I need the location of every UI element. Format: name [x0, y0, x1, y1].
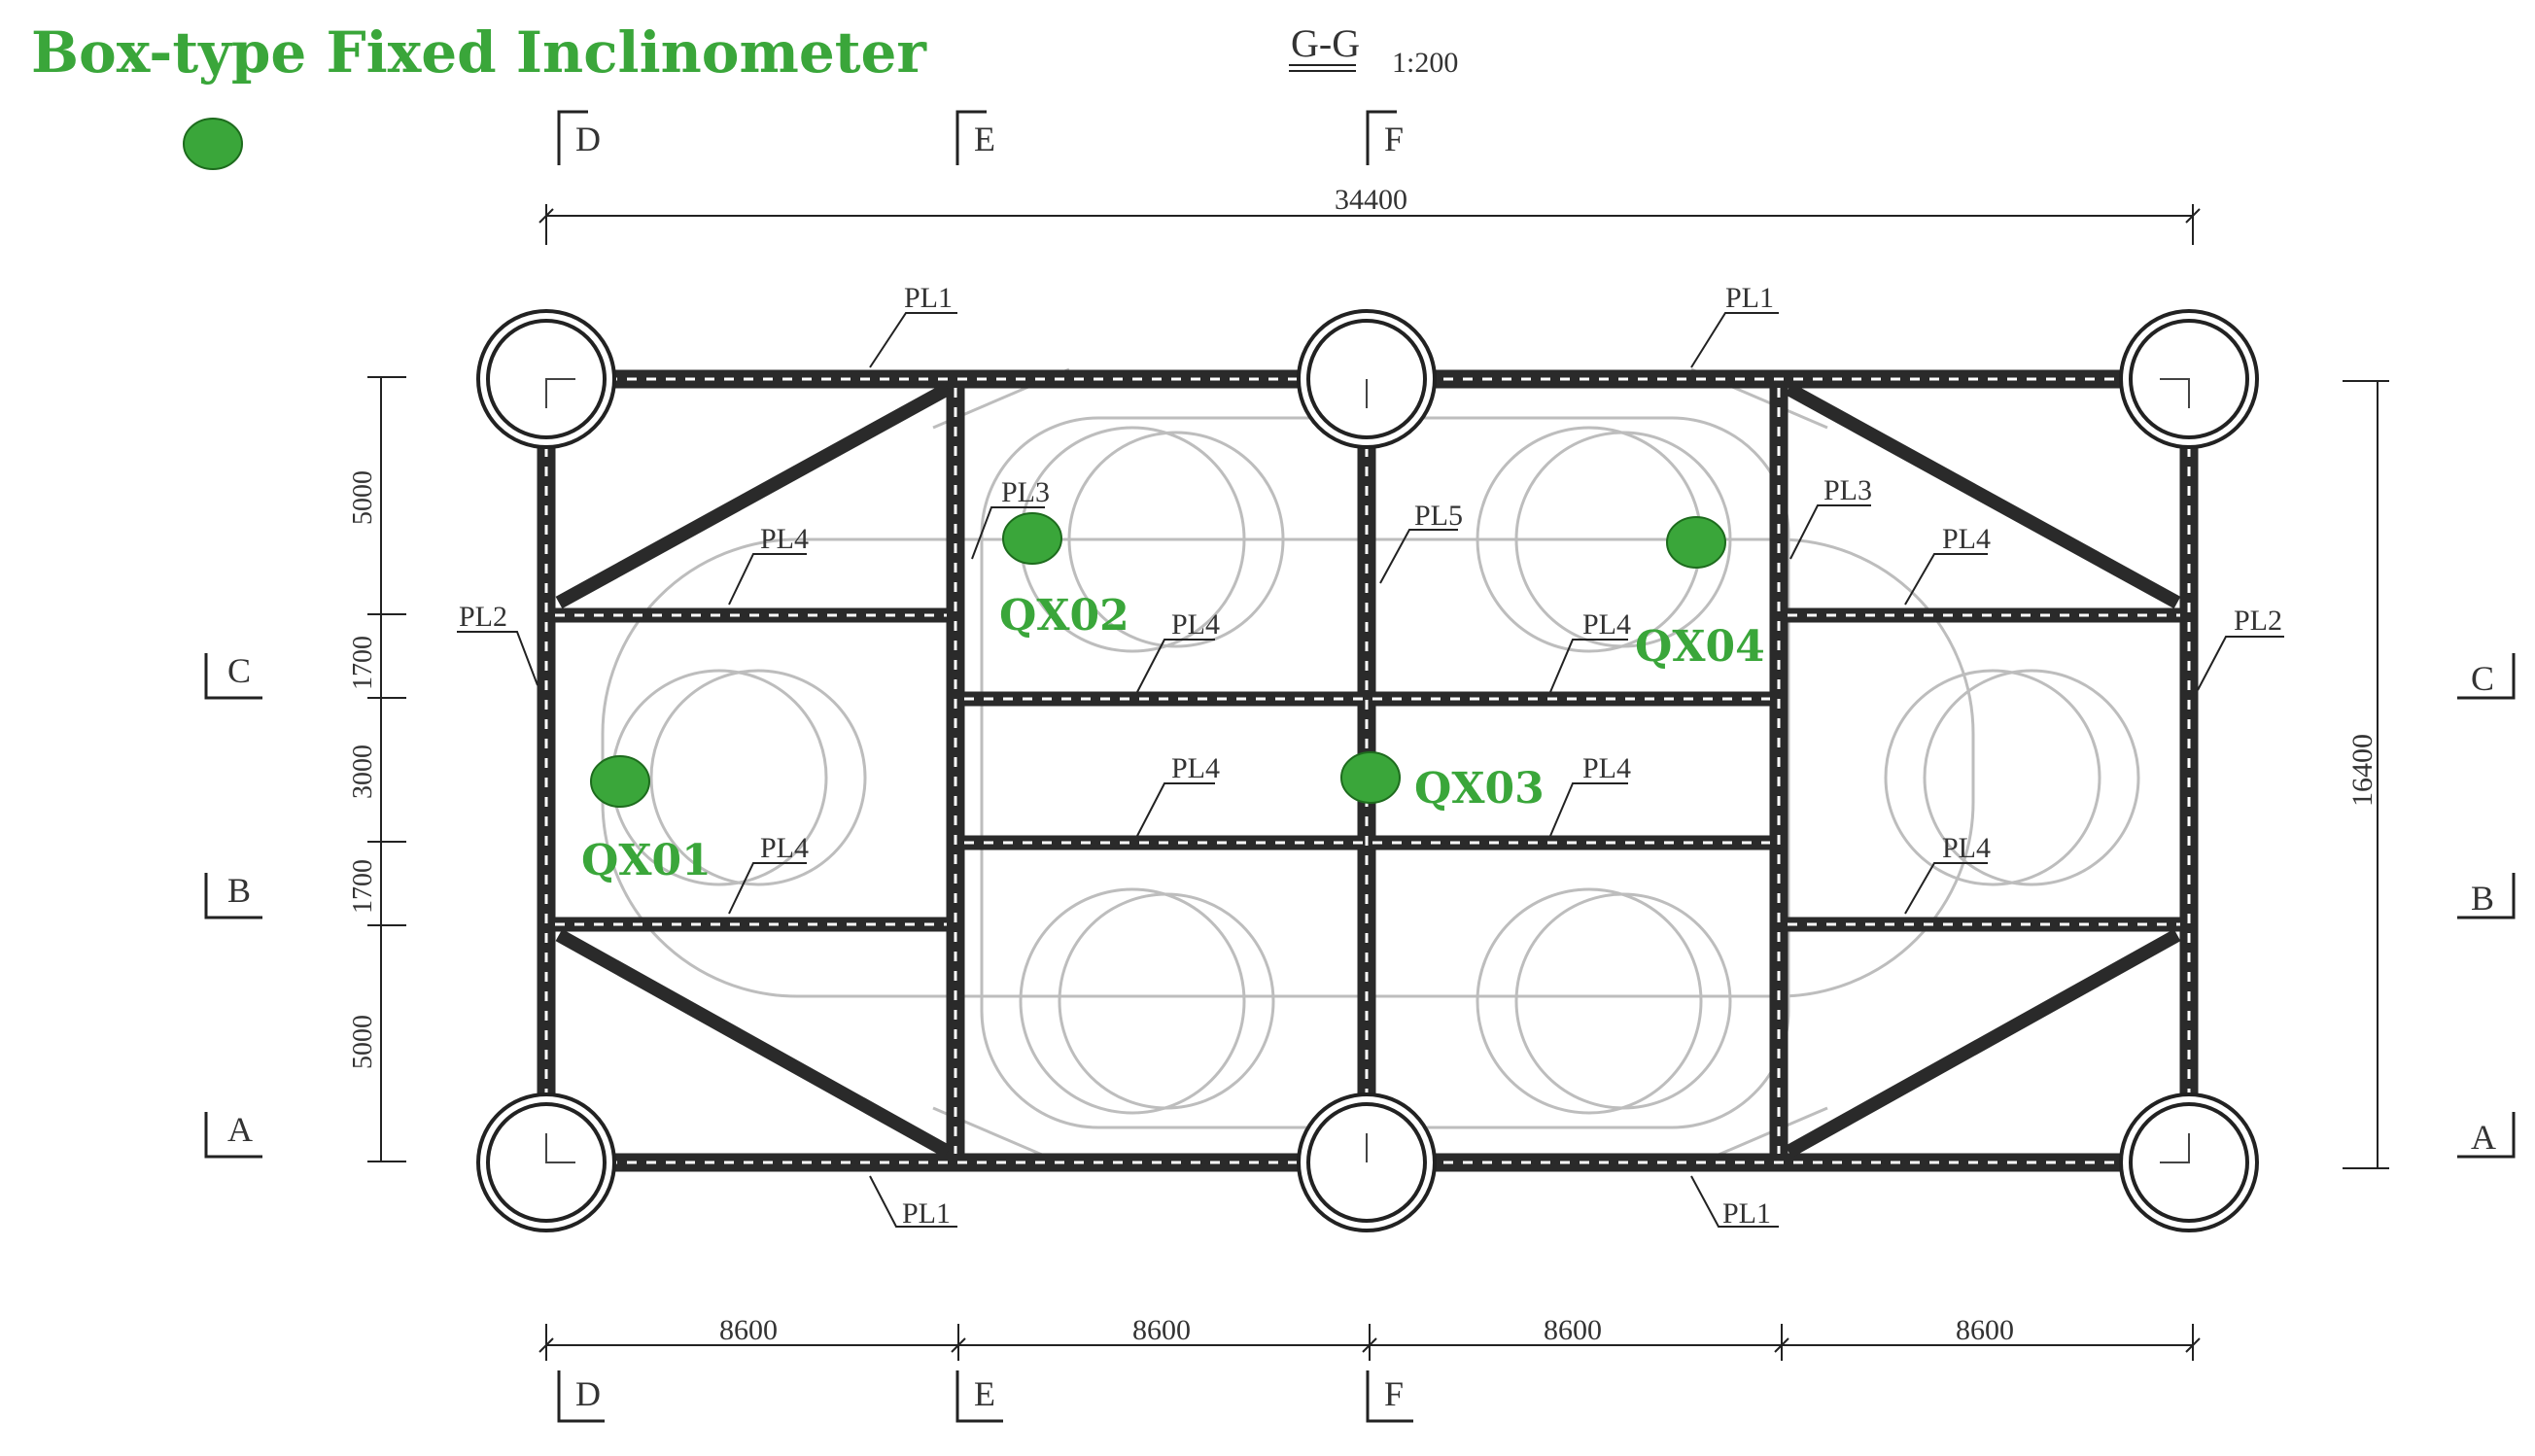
inclinometer-qx01: QX01 — [581, 755, 712, 885]
overall-width-dimension: 34400 — [538, 184, 2201, 245]
svg-text:F: F — [1384, 1374, 1404, 1413]
label-pl5: PL5 — [1414, 500, 1463, 532]
span-label-1: 5000 — [348, 470, 378, 525]
section-marker-bottom-d: D — [557, 1370, 605, 1423]
label-pl3-right: PL3 — [1823, 474, 1872, 506]
section-marker-right-c: C — [2457, 653, 2516, 700]
section-title: G-G — [1291, 21, 1360, 65]
left-span-dimensions: 5000 1700 3000 1700 5000 — [348, 376, 406, 1162]
section-marker-right-a: A — [2457, 1112, 2516, 1159]
span-label-2: 1700 — [348, 636, 378, 690]
label-pl4-1: PL4 — [760, 523, 809, 555]
column-axis-lines — [545, 378, 2190, 1163]
inclinometer-qx01-marker-icon — [590, 755, 650, 808]
inclinometer-qx03-marker-icon — [1340, 751, 1401, 804]
section-marker-top-f: F — [1366, 110, 1404, 165]
inclinometer-qx04: QX04 — [1635, 516, 1765, 672]
overall-width-label: 34400 — [1335, 184, 1407, 216]
inclinometer-qx02-label: QX02 — [999, 591, 1129, 641]
section-marker-top-d: D — [557, 110, 601, 165]
label-pl4-5: PL4 — [1171, 752, 1220, 784]
scale-label: 1:200 — [1392, 47, 1458, 79]
label-pl4-8: PL4 — [1942, 832, 1991, 864]
bay-label-2: 8600 — [1132, 1314, 1191, 1346]
inclinometer-qx01-label: QX01 — [581, 836, 712, 885]
svg-text:D: D — [575, 1374, 601, 1413]
inclinometer-qx04-label: QX04 — [1635, 622, 1765, 672]
inclinometer-qx02-marker-icon — [1002, 512, 1062, 565]
label-pl1-bottom-right: PL1 — [1722, 1197, 1771, 1230]
overall-height-label: 16400 — [2346, 734, 2379, 807]
label-pl2-right: PL2 — [2234, 605, 2282, 637]
inclinometer-qx04-marker-icon — [1666, 516, 1726, 569]
svg-text:E: E — [974, 120, 995, 158]
bay-label-1: 8600 — [719, 1314, 778, 1346]
plate-labels — [457, 312, 2284, 1228]
span-label-4: 1700 — [348, 859, 378, 914]
diagonal-braces — [555, 382, 2181, 1159]
label-pl4-7: PL4 — [760, 832, 809, 864]
span-label-3: 3000 — [348, 745, 378, 799]
label-pl1-top-right: PL1 — [1725, 282, 1774, 314]
svg-text:B: B — [2471, 879, 2494, 918]
svg-text:F: F — [1384, 120, 1404, 158]
label-pl1-bottom-left: PL1 — [902, 1197, 951, 1230]
section-marker-left-a: A — [204, 1110, 262, 1159]
section-marker-left-b: B — [204, 871, 262, 919]
span-label-5: 5000 — [348, 1015, 378, 1069]
section-marker-left-c: C — [204, 651, 262, 700]
label-pl4-2: PL4 — [1171, 608, 1220, 641]
label-pl2-left: PL2 — [459, 601, 507, 633]
svg-text:D: D — [575, 120, 601, 158]
bay-label-3: 8600 — [1544, 1314, 1602, 1346]
legend-title: Box-type Fixed Inclinometer — [31, 19, 927, 86]
inclinometer-qx02: QX02 — [999, 512, 1129, 641]
label-pl3-left: PL3 — [1001, 476, 1050, 508]
svg-text:C: C — [2471, 659, 2494, 698]
bay-dimensions: 8600 8600 8600 8600 — [538, 1314, 2201, 1361]
section-marker-bottom-e: E — [955, 1370, 1003, 1423]
bay-label-4: 8600 — [1956, 1314, 2014, 1346]
svg-text:C: C — [227, 651, 251, 690]
svg-text:E: E — [974, 1374, 995, 1413]
inclinometer-qx03: QX03 — [1340, 751, 1545, 814]
label-pl4-6: PL4 — [1582, 752, 1631, 784]
legend-marker-icon — [183, 118, 243, 170]
section-marker-right-b: B — [2457, 873, 2516, 919]
svg-text:B: B — [227, 871, 251, 910]
label-pl1-top-left: PL1 — [904, 282, 953, 314]
section-marker-top-e: E — [955, 110, 995, 165]
overall-height-dimension: 16400 — [2343, 380, 2389, 1169]
svg-text:A: A — [227, 1110, 253, 1149]
inclinometer-qx03-label: QX03 — [1414, 764, 1545, 814]
section-marker-bottom-f: F — [1366, 1370, 1413, 1423]
label-pl4-4: PL4 — [1942, 523, 1991, 555]
label-pl4-3: PL4 — [1582, 608, 1631, 641]
svg-text:A: A — [2471, 1118, 2496, 1157]
